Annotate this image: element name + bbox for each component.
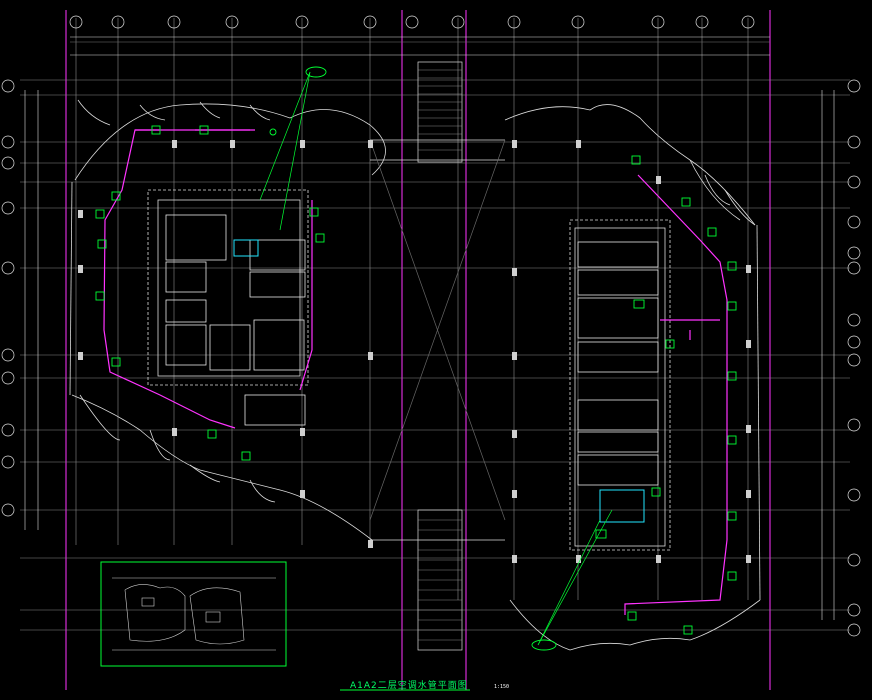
leader-lines bbox=[259, 71, 613, 646]
structural-columns bbox=[78, 140, 751, 563]
chilled-water-pipes bbox=[103, 129, 728, 615]
key-plan-frame bbox=[100, 561, 287, 667]
left-core-elevator bbox=[233, 239, 259, 257]
equipment-tags bbox=[95, 125, 737, 635]
top-grid-bubbles bbox=[69, 15, 755, 29]
top-dimension-line bbox=[70, 36, 770, 56]
left-grid-bubbles bbox=[1, 79, 15, 517]
left-tower-facade bbox=[69, 99, 386, 541]
drawing-scale: 1:150 bbox=[494, 684, 510, 690]
drawing-title: A1A2二层空调水管平面图 bbox=[350, 681, 468, 691]
equipment-markers bbox=[269, 66, 557, 651]
right-core-rooms bbox=[577, 241, 659, 486]
stair-hatch bbox=[418, 69, 462, 641]
right-grid-bubbles bbox=[847, 79, 861, 637]
key-plan-outline bbox=[112, 577, 276, 651]
boundary-lines bbox=[65, 10, 771, 690]
left-core-rooms bbox=[165, 214, 306, 426]
right-core-elevator bbox=[599, 489, 645, 523]
left-dimension-line bbox=[24, 90, 835, 620]
